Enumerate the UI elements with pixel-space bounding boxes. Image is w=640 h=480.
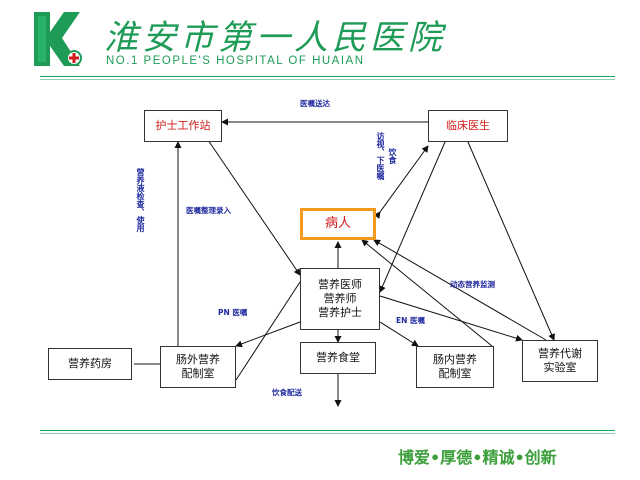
line-team-en xyxy=(379,321,419,347)
line-en-patient xyxy=(361,239,493,347)
line-clinician-lab xyxy=(462,135,555,341)
hospital-name-cn: 淮安市第一人民医院 xyxy=(104,18,446,58)
node-pn-room: 肠外营养 配制室 xyxy=(160,346,236,388)
node-canteen: 营养食堂 xyxy=(300,342,376,374)
node-nutrition-team: 营养医师 营养师 营养护士 xyxy=(300,268,380,330)
line-clinician-team xyxy=(379,135,451,293)
line-nurse-patient xyxy=(201,133,301,276)
node-nurse-station: 护士工作站 xyxy=(144,110,222,142)
line-team-pn xyxy=(235,321,301,348)
hospital-name-en: NO.1 PEOPLE'S HOSPITAL OF HUAIAN xyxy=(106,55,365,67)
node-patient: 病人 xyxy=(300,208,376,240)
line-lab-patient xyxy=(373,239,547,341)
footer-rule-thin xyxy=(40,433,615,434)
label-nutrition-check: 营养液检查、使用 xyxy=(136,168,145,232)
label-visit: 访视、下医嘱 xyxy=(376,132,385,180)
label-visit-diet: 饮食 xyxy=(388,148,397,164)
label-diet-delivery: 饮食配送 xyxy=(272,388,302,397)
hospital-logo xyxy=(34,12,82,66)
node-en-room: 肠内营养 配制室 xyxy=(416,346,494,388)
footer-rule xyxy=(40,430,615,431)
label-order-entry: 医嘱整理录入 xyxy=(186,206,231,215)
node-pharmacy: 营养药房 xyxy=(48,348,132,380)
node-clinician: 临床医生 xyxy=(428,110,508,142)
header-rule xyxy=(40,76,615,77)
label-pn-order: PN 医嘱 xyxy=(218,308,248,317)
hospital-slogan: 博爱•厚德•精诚•创新 xyxy=(398,448,557,467)
line-team-lab xyxy=(379,295,523,342)
label-order-send: 医嘱送达 xyxy=(300,99,330,108)
label-monitoring: 动态营养监测 xyxy=(450,280,495,289)
label-en-order: EN 医嘱 xyxy=(396,316,426,325)
node-lab: 营养代谢 实验室 xyxy=(522,340,598,382)
header-rule-thin xyxy=(40,79,615,80)
line-team-pn-left xyxy=(235,281,301,381)
